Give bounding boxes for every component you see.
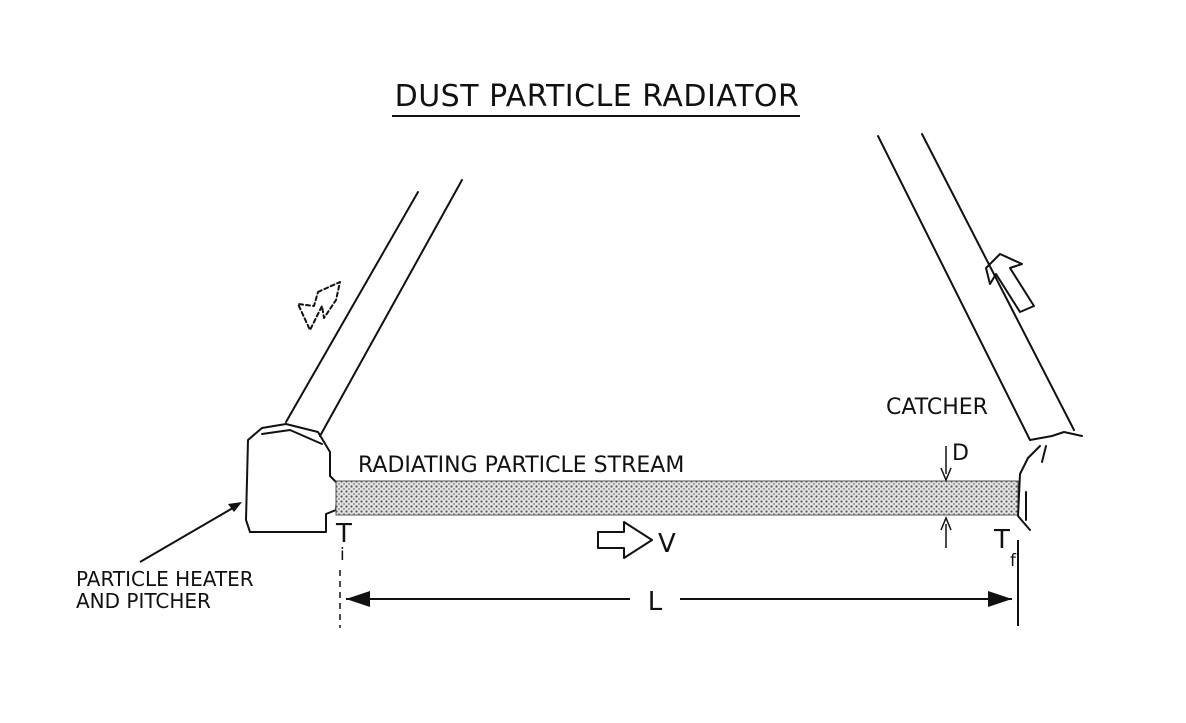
particle-stream — [335, 480, 1019, 516]
right-flow-arrow-icon — [985, 253, 1035, 313]
heater-pointer-arrowhead — [228, 502, 242, 512]
final-temperature-symbol: T — [993, 525, 1010, 555]
diameter-label: D — [952, 441, 969, 466]
particle-heater-pitcher — [245, 423, 339, 533]
length-dimension — [339, 540, 1019, 628]
heater-pointer-line — [139, 504, 239, 563]
initial-temperature-symbol: T — [335, 519, 352, 549]
initial-temperature-subscript: i — [340, 545, 345, 565]
left-flow-arrow-icon — [297, 281, 341, 331]
right-return-tube — [877, 133, 1075, 441]
heater-label-line2: AND PITCHER — [76, 589, 211, 613]
heater-label-line1: PARTICLE HEATER — [76, 567, 254, 591]
velocity-arrow-icon — [597, 521, 653, 559]
velocity-label: V — [658, 529, 676, 559]
catcher-label: CATCHER — [886, 395, 988, 420]
diameter-bottom-arrow-icon — [940, 516, 952, 548]
final-temperature-subscript: f — [1010, 551, 1017, 571]
left-feed-tube — [285, 179, 463, 437]
diameter-top-arrow-icon — [940, 446, 952, 482]
stream-label: RADIATING PARTICLE STREAM — [358, 453, 684, 478]
diagram-title: DUST PARTICLE RADIATOR — [395, 79, 800, 114]
length-label: L — [648, 587, 663, 617]
catcher — [1017, 431, 1083, 531]
